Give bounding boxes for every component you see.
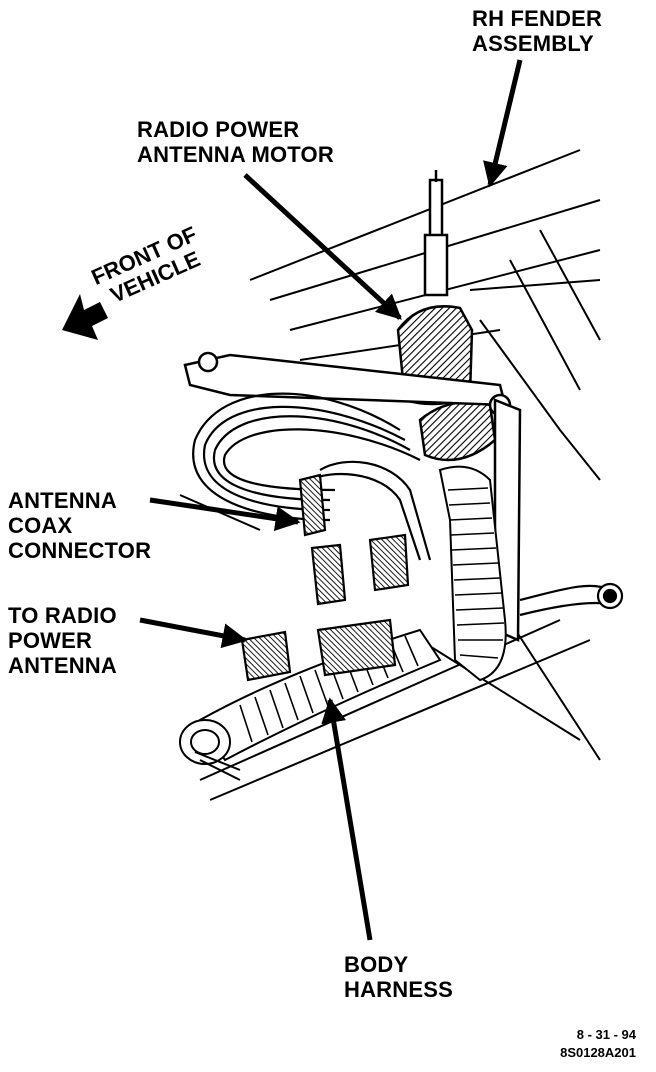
to-radio-line-2: POWER xyxy=(8,628,93,653)
fender-leader-arrow xyxy=(483,59,523,188)
motor-leader-arrow xyxy=(243,173,402,320)
to-radio-line-3: ANTENNA xyxy=(8,653,117,678)
vertical-harness xyxy=(438,465,507,682)
coax-line-3: CONNECTOR xyxy=(8,538,152,563)
antenna-motor-line-1: RADIO POWER xyxy=(137,117,300,142)
front-of-vehicle-arrow xyxy=(62,294,108,340)
body-harness-line-2: HARNESS xyxy=(344,977,453,1002)
coax-connector-shape xyxy=(298,473,347,606)
leader-arrows xyxy=(139,59,523,941)
rh-fender-line-2: ASSEMBLY xyxy=(472,31,594,56)
figure-code: 8S0128A201 xyxy=(560,1045,636,1060)
coax-line-2: COAX xyxy=(8,513,73,538)
coax-leader-arrow xyxy=(149,497,301,532)
antenna-coax-connector-label: ANTENNA COAX CONNECTOR xyxy=(8,488,151,563)
coax-line-1: ANTENNA xyxy=(8,488,117,513)
rh-fender-line-1: RH FENDER xyxy=(472,6,603,31)
to-radio-power-antenna-label: TO RADIO POWER ANTENNA xyxy=(8,603,117,678)
figure-reference: 8 - 31 - 94 8S0128A201 xyxy=(560,1026,636,1062)
antenna-motor-line-2: ANTENNA MOTOR xyxy=(137,142,334,167)
harness-connectors xyxy=(240,533,624,682)
body-harness-line-1: BODY xyxy=(344,952,409,977)
figure-date: 8 - 31 - 94 xyxy=(576,1027,636,1042)
antenna-mast xyxy=(423,170,449,297)
radio-power-antenna-motor-label: RADIO POWER ANTENNA MOTOR xyxy=(137,117,334,167)
to-radio-line-1: TO RADIO xyxy=(8,603,117,628)
body-harness-label: BODY HARNESS xyxy=(344,952,453,1002)
body-harness-leader-arrow xyxy=(321,697,373,941)
radio-antenna-leader-arrow xyxy=(139,617,248,649)
wire-bundle xyxy=(192,392,616,617)
rh-fender-assembly-label: RH FENDER ASSEMBLY xyxy=(472,6,602,56)
